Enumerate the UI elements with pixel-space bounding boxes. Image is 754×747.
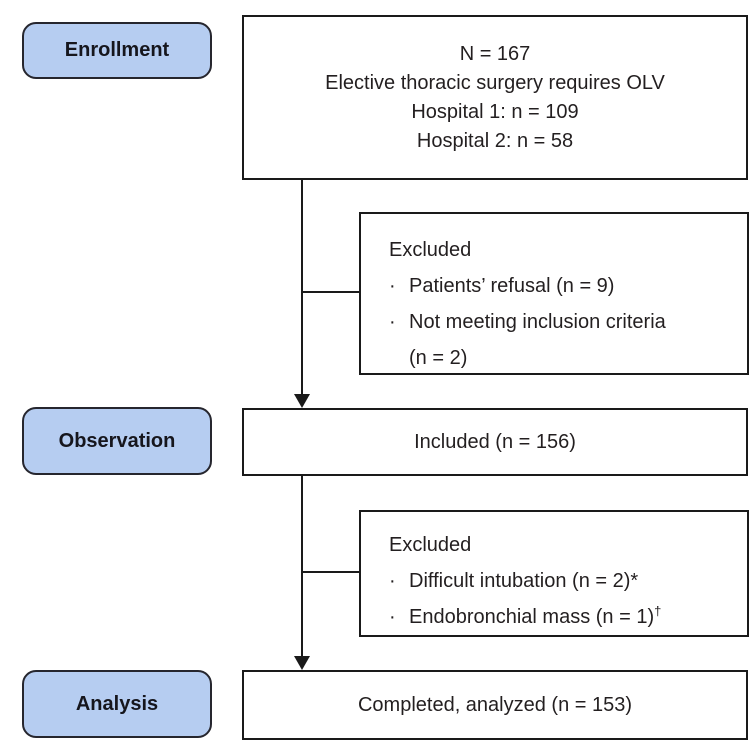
bullet-icon: · bbox=[389, 275, 396, 297]
excluded-1-item-criteria-text: Not meeting inclusion criteria bbox=[409, 311, 666, 333]
stage-label-enrollment: Enrollment bbox=[64, 39, 170, 61]
stage-label-observation: Observation bbox=[58, 429, 176, 452]
excluded-1-item-criteria: · Not meeting inclusion criteria bbox=[389, 304, 739, 340]
included-label: Included (n = 156) bbox=[414, 430, 576, 453]
stage-pill-analysis: Analysis bbox=[22, 670, 212, 738]
connector-included-to-completed bbox=[301, 476, 303, 658]
excluded-1-item-refusal-text: Patients’ refusal (n = 9) bbox=[409, 275, 615, 297]
excluded-box-2: Excluded · Difficult intubation (n = 2)*… bbox=[359, 510, 749, 637]
enrolled-hospital2-line: Hospital 2: n = 58 bbox=[416, 129, 574, 152]
bullet-icon: · bbox=[389, 570, 396, 592]
completed-box: Completed, analyzed (n = 153) bbox=[242, 670, 748, 740]
excluded-2-item-mass: · Endobronchial mass (n = 1)† bbox=[389, 599, 739, 635]
connector-branch-excluded-2 bbox=[301, 571, 359, 573]
enrolled-total-line: N = 167 bbox=[459, 42, 531, 65]
asterisk-footnote-marker: * bbox=[630, 570, 639, 592]
stage-pill-observation: Observation bbox=[22, 407, 212, 475]
connector-branch-excluded-1 bbox=[301, 291, 359, 293]
excluded-2-item-mass-text: Endobronchial mass (n = 1)† bbox=[409, 599, 661, 635]
included-box: Included (n = 156) bbox=[242, 408, 748, 476]
excluded-2-item-mass-label: Endobronchial mass (n = 1) bbox=[409, 606, 655, 628]
dagger-footnote-marker: † bbox=[654, 603, 662, 619]
excluded-2-item-intubation-text: Difficult intubation (n = 2)* bbox=[409, 563, 638, 599]
bullet-icon: · bbox=[389, 311, 396, 333]
enrolled-criteria-line: Elective thoracic surgery requires OLV bbox=[325, 71, 665, 94]
stage-pill-enrollment: Enrollment bbox=[22, 22, 212, 79]
excluded-1-item-refusal: · Patients’ refusal (n = 9) bbox=[389, 268, 739, 304]
bullet-icon: · bbox=[389, 606, 396, 628]
connector-enrolled-to-included bbox=[301, 180, 303, 396]
excluded-2-title: Excluded bbox=[389, 534, 472, 556]
excluded-2-item-intubation: · Difficult intubation (n = 2)* bbox=[389, 563, 739, 599]
enrolled-hospital1-line: Hospital 1: n = 109 bbox=[411, 100, 579, 123]
excluded-1-title: Excluded bbox=[389, 239, 472, 261]
excluded-2-item-intubation-label: Difficult intubation (n = 2) bbox=[409, 570, 631, 592]
excluded-1-item-criteria-count: (n = 2) bbox=[409, 347, 468, 369]
arrowhead-to-completed bbox=[294, 656, 310, 670]
stage-label-analysis: Analysis bbox=[75, 692, 159, 715]
arrowhead-to-included bbox=[294, 394, 310, 408]
excluded-box-1: Excluded · Patients’ refusal (n = 9) · N… bbox=[359, 212, 749, 375]
completed-label: Completed, analyzed (n = 153) bbox=[357, 693, 633, 716]
enrolled-population-box: N = 167 Elective thoracic surgery requir… bbox=[242, 15, 748, 180]
